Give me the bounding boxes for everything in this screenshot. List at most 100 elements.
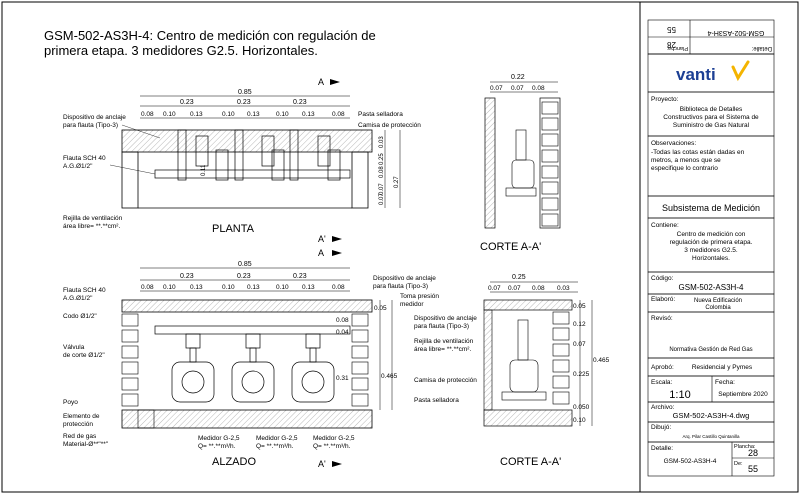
corte-bottom-view-title: CORTE A-A' [500,456,561,468]
corte-bottom-dim-v-4: 0.225 [573,371,590,378]
tb-contiene-label: Contiene: [651,222,679,229]
planta-view-title: PLANTA [212,223,255,235]
corte-bottom-dim-1: 0.07 [488,285,501,292]
planta-dim-v-6: 0.27 [394,176,400,188]
alzado-label-toma-1: Toma presión [400,293,439,300]
tb-aprobo-label: Aprobó: [651,364,674,371]
corte-bottom-dim-v-3: 0.07 [573,341,586,348]
planta-dim-mid-3: 0.23 [293,99,307,106]
planta-label-rejilla-1: Rejilla de ventilación [63,215,123,222]
tb-codigo: GSM-502-AS3H-4 [679,283,744,292]
tb-proyecto-3: Suministro de Gas Natural [673,122,750,129]
vanti-logo-text: vanti [676,65,716,84]
tb-rotated-detalle-label: Detalle: [751,45,772,51]
tb-detalle-label: Detalle: [651,445,673,452]
alzado-label-red-1: Red de gas [63,433,97,440]
tb-detalle: GSM-502-AS3H-4 [664,458,717,465]
tb-reviso: Normativa Gestión de Red Gas [669,347,752,353]
title-block [647,19,775,477]
alzado-dim-v-4: 0.31 [336,375,349,382]
planta-dim-small-6: 0.10 [276,111,289,118]
alzado-label-elemento-2: protección [63,421,93,428]
alzado-view: A A' 0.85 0.23 0.23 0.23 0.08 0.10 0.13 … [63,248,439,469]
tb-dibujo-label: Dibujó: [651,424,671,431]
planta-label-anclaje-2: para flauta (Tipo-3) [63,122,118,129]
alzado-label-toma-2: medidor [400,301,424,308]
planta-dim-small-8: 0.08 [332,111,345,118]
alzado-dim-overall: 0.85 [238,261,252,268]
planta-dim-small-1: 0.08 [141,111,154,118]
planta-dim-v-2: 0.11 [201,164,207,176]
tb-escala: 1:10 [669,389,690,401]
corte-bottom-label-pasta: Pasta selladora [414,397,459,404]
tb-contiene-1: Centro de medición con [677,231,746,238]
planta-label-pasta: Pasta selladora [358,111,403,118]
planta-label-anclaje-1: Dispositivo de anclaje [63,114,126,121]
tb-subsistema: Subsistema de Medición [662,203,760,213]
alzado-dim-mid-1: 0.23 [180,273,194,280]
alzado-label-medidor-1a: Medidor G-2,5 [198,435,240,442]
corte-bottom-label-anclaje-1: Dispositivo de anclaje [414,315,477,322]
alzado-label-flauta-1: Flauta SCH 40 [63,287,106,294]
tb-elaboro-1: Nueva Edificación [694,298,742,304]
alzado-label-red-2: Material-Ø**"**" [63,441,109,448]
alzado-label-anclaje-1: Dispositivo de anclaje [373,275,436,282]
alzado-view-title: ALZADO [212,456,256,468]
drawing-title-line2: primera etapa. 3 medidores G2.5. Horizon… [44,43,318,58]
tb-observaciones-label: Observaciones: [651,140,696,147]
corte-bottom-label-camisa: Camisa de protección [414,377,477,384]
alzado-dim-mid-2: 0.23 [237,273,251,280]
alzado-dim-v-2: 0.08 [336,317,349,324]
planta-label-rejilla-2: área libre= **.**cm². [63,223,120,230]
alzado-label-elemento-1: Elemento de [63,413,100,420]
corte-bottom-dim-4: 0.03 [557,285,570,292]
tb-escala-label: Escala: [651,379,673,386]
planta-dim-small-3: 0.13 [190,111,203,118]
planta-dim-v-4: 0.08 [379,166,385,178]
vanti-logo: vanti [676,60,750,84]
corte-top-dim-2: 0.07 [511,85,524,92]
corte-bottom-dim-v-5: 0.465 [593,357,610,364]
alzado-dim-v-5: 0.465 [381,373,398,380]
alzado-label-anclaje-2: para flauta (Tipo-3) [373,283,428,290]
planta-view: A A' 0.85 0.23 0.23 0.23 0.08 0.10 0.13 … [63,77,421,244]
corte-bottom-dim-v-2: 0.12 [573,321,586,328]
planta-dim-v-3: 0.07 [379,193,385,205]
planta-dim-mid-2: 0.23 [237,99,251,106]
planta-dim-small-7: 0.13 [302,111,315,118]
corte-top-dim-overall: 0.22 [511,74,525,81]
tb-observaciones-2: metros, a menos que se [651,157,721,164]
tb-codigo-label: Código: [651,275,674,282]
planta-label-camisa: Camisa de protección [358,122,421,129]
planta-dim-v-7: 0.07 [379,183,385,195]
alzado-dim-small-7: 0.13 [302,284,315,291]
corte-bottom-view: 0.25 0.07 0.07 0.08 0.03 0.05 0.12 0.07 … [414,274,610,468]
planta-dim-mid-1: 0.23 [180,99,194,106]
tb-contiene-3: 3 medidores G2.5. [684,247,738,254]
tb-rotated-plancha: 28 [667,40,676,49]
alzado-label-medidor-2a: Medidor G-2,5 [256,435,298,442]
corte-top-dim-3: 0.08 [532,85,545,92]
alzado-dim-small-5: 0.13 [247,284,260,291]
alzado-label-valvula-1: Válvula [63,344,85,351]
planta-section-a: A [318,77,324,87]
corte-bottom-dim-v-7: 0.10 [573,417,586,424]
alzado-label-medidor-3b: Q= **.**m³/h. [313,443,351,450]
tb-fecha-label: Fecha: [715,379,735,386]
planta-label-flauta-2: A.G.Ø1/2" [63,163,93,170]
alzado-section-a: A [318,248,324,258]
tb-elaboro-label: Elaboró: [651,296,675,303]
tb-observaciones-3: especifique lo contrario [651,165,718,172]
alzado-label-flauta-2: A.G.Ø1/2" [63,295,93,302]
alzado-dim-mid-3: 0.23 [293,273,307,280]
corte-bottom-label-anclaje-2: para flauta (Tipo-3) [414,323,469,330]
corte-bottom-dim-overall: 0.25 [512,274,526,281]
tb-proyecto-label: Proyecto: [651,96,679,103]
tb-aprobo: Residencial y Pymes [692,364,753,371]
planta-dim-v-1: 0.03 [379,136,385,148]
alzado-label-poyo: Poyo [63,399,78,406]
corte-top-dim-1: 0.07 [490,85,503,92]
tb-rotated-plancha-label: Plancha: [666,45,688,51]
corte-top-view: 0.22 0.07 0.07 0.08 CORTE A-A' [480,74,561,253]
